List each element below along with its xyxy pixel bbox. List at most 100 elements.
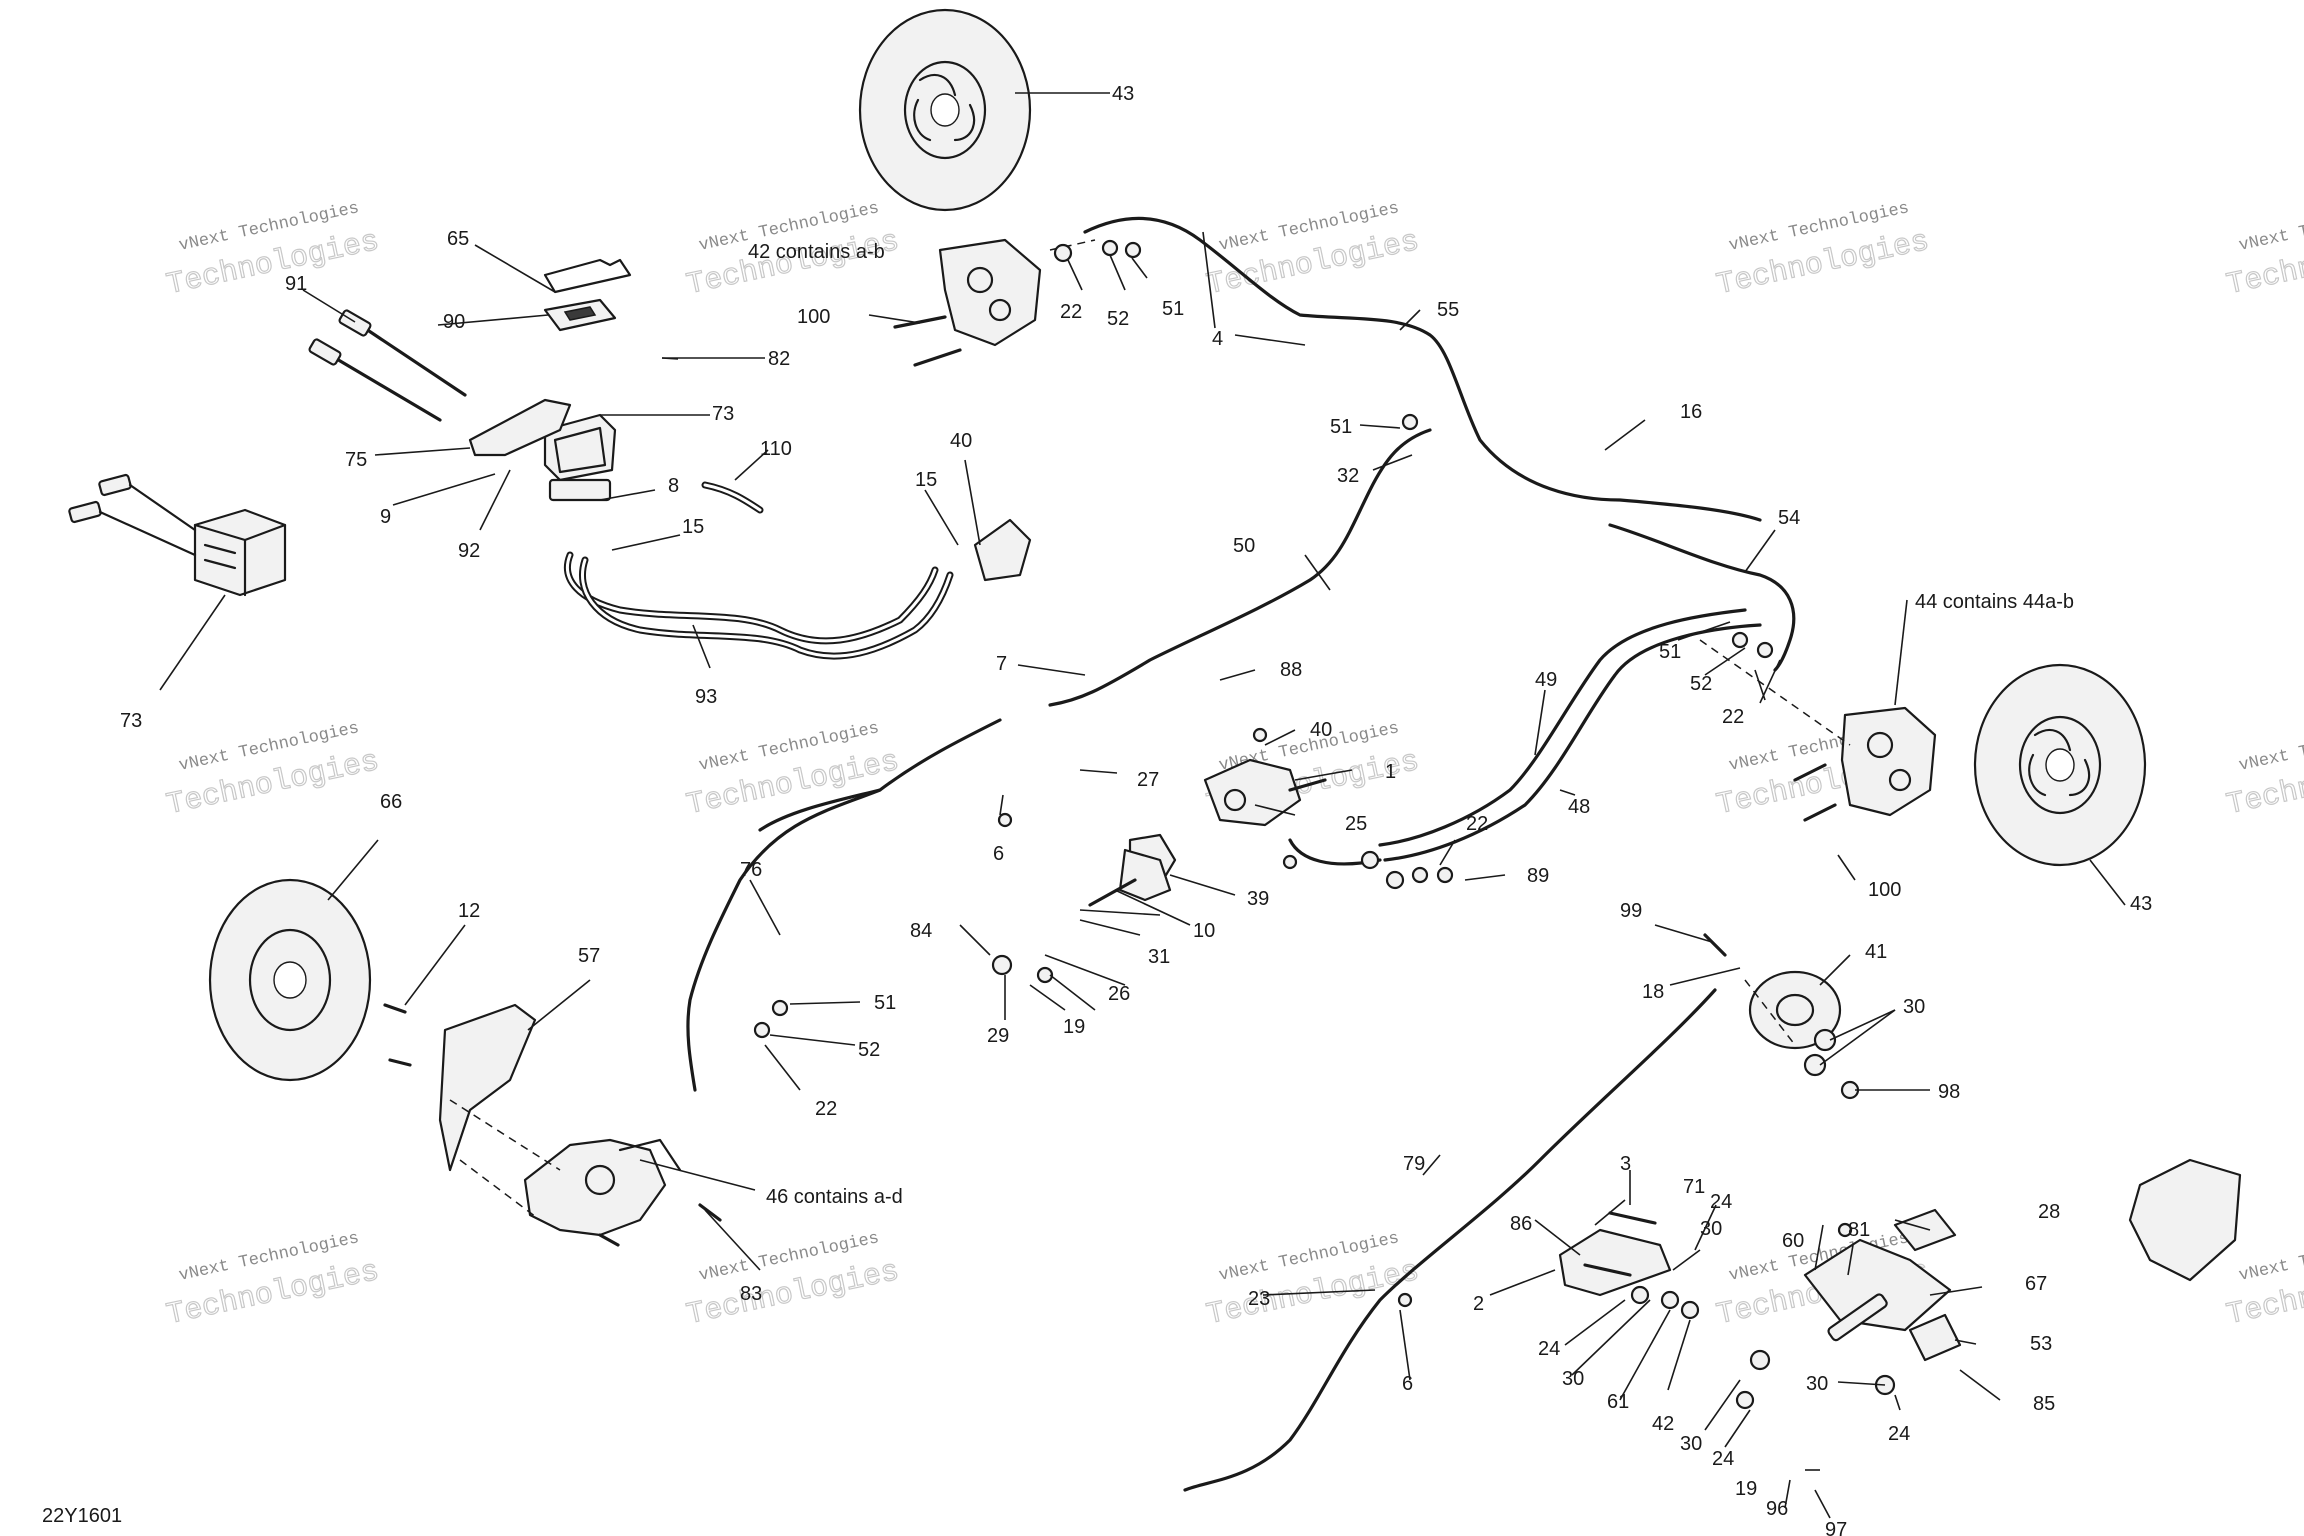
- callout-73: 73: [712, 403, 734, 425]
- brake-line-55: [1083, 216, 1762, 522]
- callout-3: 3: [1620, 1153, 1631, 1175]
- callout-22: 22: [1466, 813, 1488, 835]
- brake-line-54: [1608, 523, 1796, 672]
- callout-6: 6: [1402, 1373, 1413, 1395]
- callout-31: 31: [1148, 946, 1170, 968]
- callout-52: 52: [1107, 308, 1129, 330]
- callout-53: 53: [2030, 1333, 2052, 1355]
- callout-41: 41: [1865, 941, 1887, 963]
- callout-51: 51: [874, 992, 896, 1014]
- callout-24: 24: [1888, 1423, 1910, 1445]
- callout-86: 86: [1510, 1213, 1532, 1235]
- watermark-text: vNext Technologies: [2237, 199, 2304, 256]
- callout-61: 61: [1607, 1391, 1629, 1413]
- callout-100: 100: [1868, 879, 1901, 901]
- callout-16: 16: [1680, 401, 1702, 423]
- hose-110-inner: [703, 483, 762, 512]
- cap-90: [543, 298, 617, 332]
- callout-42: 42: [1652, 1413, 1674, 1435]
- callout-15: 15: [915, 469, 937, 491]
- callout-73: 73: [120, 710, 142, 732]
- bracket-75: [468, 398, 572, 457]
- brake-lines: [328, 216, 1796, 1492]
- callout-52: 52: [858, 1039, 880, 1061]
- callout-19: 19: [1735, 1478, 1757, 1500]
- callout-40: 40: [950, 430, 972, 452]
- callout-91: 91: [285, 273, 307, 295]
- leader-lines: [159, 92, 2126, 1519]
- callout-40: 40: [1310, 719, 1332, 741]
- callout-42: 42 contains a-b: [748, 241, 885, 263]
- callout-98: 98: [1938, 1081, 1960, 1103]
- callout-99: 99: [1620, 900, 1642, 922]
- callout-12: 12: [458, 900, 480, 922]
- callout-39: 39: [1247, 888, 1269, 910]
- callout-9: 9: [380, 506, 391, 528]
- callout-25: 25: [1345, 813, 1367, 835]
- watermark-text: vNext Technologies: [2237, 719, 2304, 776]
- callout-28: 28: [2038, 1201, 2060, 1223]
- abs-module-73: [68, 473, 287, 597]
- callout-89: 89: [1527, 865, 1549, 887]
- boot-39: [1118, 848, 1172, 902]
- callout-93: 93: [695, 686, 717, 708]
- caliper-46: [523, 1138, 682, 1237]
- callout-4: 4: [1212, 328, 1223, 350]
- callout-22: 22: [1722, 706, 1744, 728]
- master-cylinder-73: [543, 413, 617, 502]
- callout-88: 88: [1280, 659, 1302, 681]
- drawing-code: 22Y1601: [42, 1505, 122, 1527]
- callout-15: 15: [682, 516, 704, 538]
- callout-83: 83: [740, 1283, 762, 1305]
- cable-79: [1183, 988, 1717, 1492]
- callout-84: 84: [910, 920, 932, 942]
- callout-27: 27: [1137, 769, 1159, 791]
- callout-29: 29: [987, 1025, 1009, 1047]
- brake-line-76-branch: [758, 788, 882, 832]
- callout-92: 92: [458, 540, 480, 562]
- callout-65: 65: [447, 228, 469, 250]
- callout-46: 46 contains a-d: [766, 1186, 903, 1208]
- callout-66: 66: [380, 791, 402, 813]
- callout-32: 32: [1337, 465, 1359, 487]
- watermark-text: vNext Technologies: [2237, 1229, 2304, 1286]
- callout-49: 49: [1535, 669, 1557, 691]
- callout-96: 96: [1766, 1498, 1788, 1520]
- hose-93b-inner: [580, 558, 952, 658]
- callout-19: 19: [1063, 1016, 1085, 1038]
- callout-2: 2: [1473, 1293, 1484, 1315]
- callout-30: 30: [1680, 1433, 1702, 1455]
- callout-1: 1: [1385, 761, 1396, 783]
- callout-7: 7: [996, 653, 1007, 675]
- sensor-91-connector-a: [338, 309, 372, 337]
- callout-81: 81: [1848, 1219, 1870, 1241]
- callout-43: 43: [1112, 83, 1134, 105]
- callout-82: 82: [768, 348, 790, 370]
- brake-line-48: [1383, 623, 1762, 862]
- clip-65: [543, 258, 632, 294]
- callout-48: 48: [1568, 796, 1590, 818]
- callout-75: 75: [345, 449, 367, 471]
- callout-51: 51: [1659, 641, 1681, 663]
- callout-22: 22: [815, 1098, 837, 1120]
- assembly-lines: [449, 239, 1851, 1221]
- abs-pump-40: [973, 518, 1032, 582]
- sensor-wire-91b: [328, 353, 442, 422]
- rotor-43-right: [1973, 663, 2147, 867]
- callout-55: 55: [1437, 299, 1459, 321]
- callout-labels: 43 91 65 90 82 73 75 9 92 8 15 110 15 40…: [42, 83, 2152, 1536]
- callout-51: 51: [1162, 298, 1184, 320]
- callout-22: 22: [1060, 301, 1082, 323]
- sensor-91-connector-b: [308, 338, 342, 366]
- pedal-assembly: [1558, 1158, 2242, 1362]
- caliper-44: [1840, 706, 1937, 817]
- callout-90: 90: [443, 311, 465, 333]
- callout-67: 67: [2025, 1273, 2047, 1295]
- callout-57: 57: [578, 945, 600, 967]
- callout-30: 30: [1806, 1373, 1828, 1395]
- callout-8: 8: [668, 475, 679, 497]
- callout-44: 44 contains 44a-b: [1915, 591, 2074, 613]
- callout-71: 71: [1683, 1176, 1705, 1198]
- callout-24: 24: [1712, 1448, 1734, 1470]
